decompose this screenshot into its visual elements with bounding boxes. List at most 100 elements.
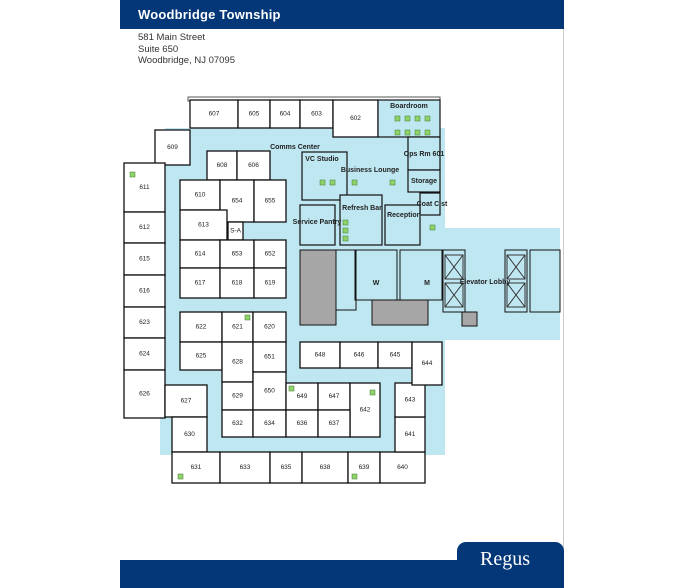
room-label: 639 [359,464,370,471]
room-614 [179,239,221,269]
elevator-shaft [444,282,464,308]
room-643 [394,382,426,418]
core-room [529,249,561,313]
room-label: 640 [397,464,408,471]
chair-icon [342,235,349,242]
chair-icon [404,129,411,136]
chair-icon [414,129,421,136]
room-607 [189,99,239,129]
room-label: 626 [139,391,150,398]
room-label: 654 [232,198,243,205]
room-605 [237,99,271,129]
building-core [299,249,337,326]
room-label: 647 [329,393,340,400]
room-637 [317,409,351,438]
chair-icon [414,115,421,122]
room-618 [219,267,255,299]
room-label: 641 [405,431,416,438]
elevator-lobby-label: Elevator Lobby [460,279,511,286]
address-line: 581 Main Street [138,32,206,43]
room-label: 609 [167,144,178,151]
room-label: 653 [232,251,243,258]
room-label: 605 [249,111,260,118]
room-644 [411,341,443,386]
room-label: 615 [139,256,150,263]
room-640 [379,451,426,484]
address-line: Woodbridge, NJ 07095 [138,55,235,66]
room-611 [123,162,166,213]
room-655 [253,179,287,223]
chair-icon [177,473,184,480]
room-label: 638 [320,464,331,471]
coat-label: Coat Clst [417,201,448,208]
room-label: 622 [196,324,207,331]
room-label: 648 [315,352,326,359]
room-630 [171,416,208,453]
lounge-label: Business Lounge [341,167,399,174]
elevator-cross [506,282,526,308]
room-label: 610 [195,192,206,199]
room-label: 628 [232,359,243,366]
building-core [371,299,429,326]
core-room [354,249,398,301]
room-label: 650 [264,388,275,395]
chair-icon [404,115,411,122]
room-616 [123,274,166,308]
room-604 [269,99,301,129]
pantry-label: Service Pantry [293,219,342,226]
room-label: 655 [265,198,276,205]
chair-icon [288,385,295,392]
room-652 [253,239,287,269]
room-label: 649 [297,393,308,400]
chair-icon [394,115,401,122]
room-label: 642 [360,407,371,414]
room-label: 604 [280,111,291,118]
room-label: 629 [232,393,243,400]
room-label: 643 [405,397,416,404]
room-label: 614 [195,251,206,258]
room-629 [221,381,254,411]
area-ops [407,136,441,171]
header-bar: Woodbridge Township [120,0,564,29]
room-625 [179,341,223,371]
room-label: 652 [265,251,276,258]
room-606 [236,150,271,181]
room-label: 636 [297,420,308,427]
room-label: 645 [390,352,401,359]
room-label: 620 [264,324,275,331]
room-628 [221,341,254,383]
core-room [399,249,443,301]
room-624 [123,337,166,371]
room-label: 625 [196,353,207,360]
chair-icon [369,389,376,396]
room-label: 635 [281,464,292,471]
chair-icon [389,179,396,186]
room-label: 606 [248,162,259,169]
room-label: S-A [230,228,242,235]
chair-icon [244,314,251,321]
room-641 [394,416,426,453]
men-restroom-label: M [424,280,430,287]
room-label: 637 [329,420,340,427]
room-label: 611 [139,184,150,191]
chair-icon [319,179,326,186]
room-613 [179,209,228,241]
area-pantry [299,204,336,246]
room-label: 617 [195,280,206,287]
area-vc [301,151,348,201]
room-635 [269,451,303,484]
chair-icon [329,179,336,186]
room-label: 612 [139,224,150,231]
ops-label: Ops Rm 601 [404,151,445,158]
room-label: 627 [181,398,192,405]
building-core [461,311,478,327]
chair-icon [351,473,358,480]
area-storage [407,169,441,193]
room-label: 608 [217,162,228,169]
room-label: 632 [232,420,243,427]
page-title: Woodbridge Township [138,7,281,22]
room-label: 618 [232,280,243,287]
reception-label: Reception [387,212,421,219]
room-label: 623 [139,319,150,326]
chair-icon [424,115,431,122]
